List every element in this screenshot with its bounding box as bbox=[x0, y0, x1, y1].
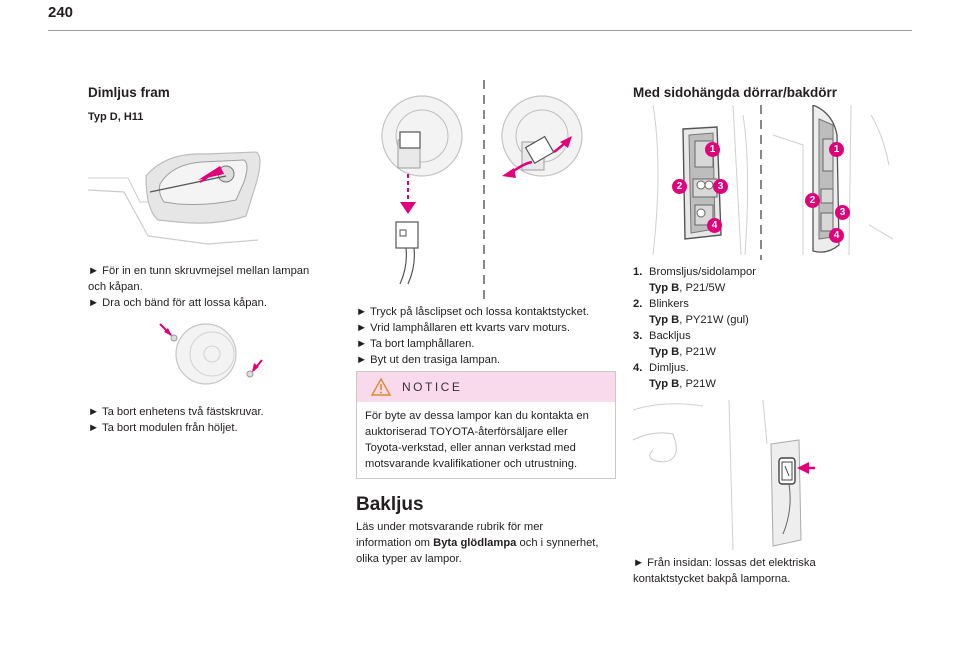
item-spec-line: Typ B, PY21W (gul) bbox=[649, 312, 833, 328]
notice-text: För byte av dessa lampor kan du kontakta… bbox=[357, 402, 615, 472]
text-fragment: och i synnerhet, bbox=[516, 537, 599, 549]
step-line: ► Från insidan: lossas det elektriska bbox=[633, 557, 816, 569]
item-spec: , PY21W (gul) bbox=[679, 314, 749, 326]
section-heading-rear: Med sidohängda dörrar/bakdörr bbox=[633, 85, 838, 100]
item-type: Typ B bbox=[649, 282, 680, 294]
list-item: 1. Bromsljus/sidolampor Typ B, P21/5W bbox=[633, 264, 833, 296]
notice-line: För byte av dessa lampor kan du kontakta… bbox=[365, 410, 589, 422]
item-name: Blinkers bbox=[649, 298, 689, 310]
steps-change-bulb: ► Tryck på låsclipset och lossa kontakts… bbox=[356, 304, 616, 368]
step-line: ► Tryck på låsclipset och lossa kontakts… bbox=[356, 306, 590, 318]
item-number: 2. bbox=[633, 298, 643, 310]
step-line: ► För in en tunn skruvmejsel mellan lamp… bbox=[88, 265, 310, 277]
item-spec: , P21W bbox=[679, 346, 716, 358]
item-type: Typ B bbox=[649, 378, 680, 390]
step-line: ► Vrid lamphållaren ett kvarts varv motu… bbox=[356, 322, 570, 334]
illustration-rear-connector bbox=[633, 400, 833, 550]
item-spec-line: Typ B, P21W bbox=[649, 344, 833, 360]
callout-1: 1 bbox=[829, 142, 844, 157]
step-line: ► Dra och bänd för att lossa kåpan. bbox=[88, 297, 267, 309]
item-number: 1. bbox=[633, 266, 643, 278]
section-heading-dimljus-fram: Dimljus fram bbox=[88, 85, 170, 100]
steps-remove-cover: ► För in en tunn skruvmejsel mellan lamp… bbox=[88, 263, 338, 311]
callout-1: 1 bbox=[705, 142, 720, 157]
bakljus-text: Läs under motsvarande rubrik för mer inf… bbox=[356, 519, 616, 567]
item-name: Bromsljus/sidolampor bbox=[649, 266, 756, 278]
item-spec-line: Typ B, P21/5W bbox=[649, 280, 833, 296]
notice-header: NOTICE bbox=[357, 372, 615, 402]
illustration-rear-lamps bbox=[633, 105, 893, 260]
section-heading-bakljus: Bakljus bbox=[356, 494, 424, 515]
illustration-bulb-holder bbox=[370, 80, 592, 300]
illustration-fixing-screws bbox=[150, 318, 270, 390]
callout-3: 3 bbox=[835, 205, 850, 220]
item-name: Dimljus. bbox=[649, 362, 689, 374]
steps-remove-module: ► Ta bort enhetens två fästskruvar. ► Ta… bbox=[88, 404, 338, 436]
text-line: olika typer av lampor. bbox=[356, 553, 462, 565]
item-number: 3. bbox=[633, 330, 643, 342]
item-spec-line: Typ B, P21W bbox=[649, 376, 833, 392]
notice-title: NOTICE bbox=[402, 380, 463, 394]
item-name: Backljus bbox=[649, 330, 691, 342]
item-number: 4. bbox=[633, 362, 643, 374]
text-line: information om Byta glödlampa och i synn… bbox=[356, 535, 616, 551]
notice-line: motsvarande kvalifikationer och utrustni… bbox=[365, 458, 578, 470]
item-type: Typ B bbox=[649, 314, 680, 326]
notice-line: Toyota-verkstad, eller annan verkstad me… bbox=[365, 442, 576, 454]
step-line: och kåpan. bbox=[88, 281, 143, 293]
step-rear-connector: ► Från insidan: lossas det elektriska ko… bbox=[633, 555, 893, 587]
list-item: 2. Blinkers Typ B, PY21W (gul) bbox=[633, 296, 833, 328]
item-spec: , P21W bbox=[679, 378, 716, 390]
callout-4: 4 bbox=[829, 228, 844, 243]
header-rule bbox=[48, 30, 912, 31]
page-number: 240 bbox=[48, 4, 74, 21]
list-item: 3. Backljus Typ B, P21W bbox=[633, 328, 833, 360]
notice-line: auktoriserad TOYOTA-återförsäljare eller bbox=[365, 426, 568, 438]
step-line: ► Byt ut den trasiga lampan. bbox=[356, 354, 501, 366]
link-byta-glodlampa: Byta glödlampa bbox=[433, 537, 517, 549]
item-type: Typ B bbox=[649, 346, 680, 358]
warning-triangle-icon bbox=[371, 378, 391, 396]
callout-4: 4 bbox=[707, 218, 722, 233]
illustration-fog-lamp-cover bbox=[88, 140, 328, 252]
callout-2: 2 bbox=[805, 193, 820, 208]
text-fragment: information om bbox=[356, 537, 434, 549]
notice-box: NOTICE För byte av dessa lampor kan du k… bbox=[356, 371, 616, 479]
step-line: ► Ta bort modulen från höljet. bbox=[88, 422, 238, 434]
subheading-type: Typ D, H11 bbox=[88, 111, 144, 123]
text-line: Läs under motsvarande rubrik för mer bbox=[356, 521, 544, 533]
step-line: ► Ta bort enhetens två fästskruvar. bbox=[88, 406, 264, 418]
step-line: ► Ta bort lamphållaren. bbox=[356, 338, 475, 350]
step-line: kontaktstycket bakpå lamporna. bbox=[633, 573, 791, 585]
list-item: 4. Dimljus. Typ B, P21W bbox=[633, 360, 833, 392]
bulb-list: 1. Bromsljus/sidolampor Typ B, P21/5W 2.… bbox=[633, 264, 833, 392]
callout-2: 2 bbox=[672, 179, 687, 194]
callout-3: 3 bbox=[713, 179, 728, 194]
item-spec: , P21/5W bbox=[679, 282, 726, 294]
